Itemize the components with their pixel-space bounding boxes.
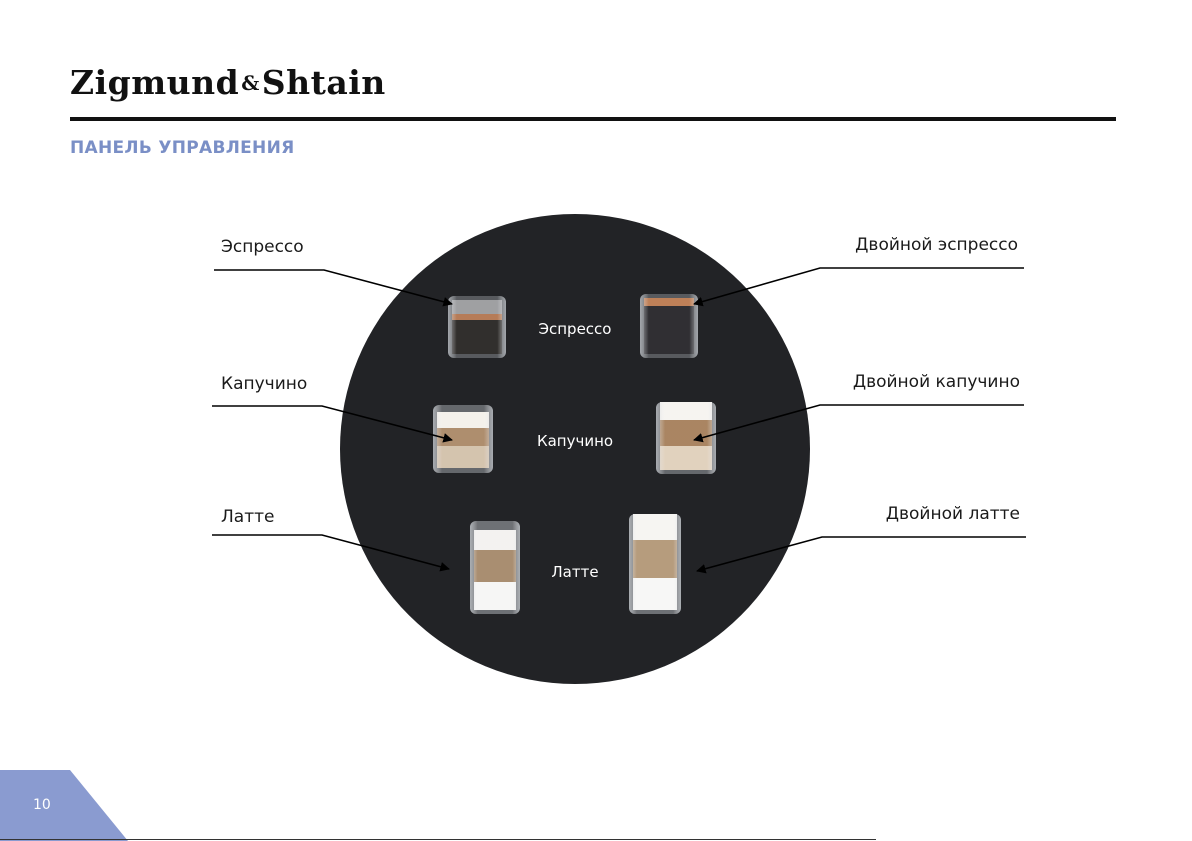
callout-double-cappuccino: Двойной капучино xyxy=(853,374,1020,391)
callout-latte: Латте xyxy=(221,509,274,526)
double-cappuccino-button[interactable] xyxy=(656,402,716,474)
double-latte-button[interactable] xyxy=(629,514,681,614)
page-corner-tab xyxy=(0,770,130,841)
panel-label-cappuccino: Капучино xyxy=(537,432,613,450)
callout-espresso: Эспрессо xyxy=(221,239,304,256)
footer-rule xyxy=(0,839,876,840)
callout-double-latte: Двойной латте xyxy=(886,506,1020,523)
latte-button[interactable] xyxy=(470,521,520,614)
callout-double-espresso: Двойной эспрессо xyxy=(855,237,1018,254)
page-number: 10 xyxy=(33,797,51,813)
espresso-button[interactable] xyxy=(448,296,506,358)
panel-label-latte: Латте xyxy=(551,563,598,581)
cappuccino-button[interactable] xyxy=(433,405,493,473)
panel-label-espresso: Эспрессо xyxy=(539,320,612,338)
double-espresso-button[interactable] xyxy=(640,294,698,358)
callout-cappuccino: Капучино xyxy=(221,376,307,393)
